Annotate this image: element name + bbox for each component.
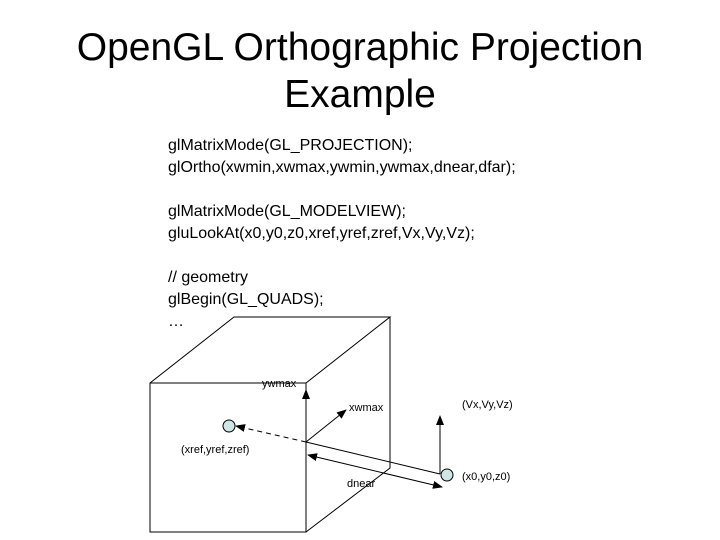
slide-title: OpenGL Orthographic Projection Example [20,24,700,118]
line-of-sight-solid [305,441,441,475]
reference-point-label: (xref,yref,zref) [181,444,249,456]
up-vector-label: (Vx,Vy,Vz) [462,399,513,411]
code-line: glBegin(GL_QUADS); [168,291,324,308]
eye-point-label: (x0,y0,z0) [462,471,510,483]
code-line: … [168,313,184,330]
slide-title-line-2: Example [284,73,436,116]
box-side-face [305,317,391,533]
code-line: glMatrixMode(GL_MODELVIEW); [168,203,406,220]
dnear-label: dnear [347,478,375,490]
dnear-arrow [307,453,443,489]
code-line: // geometry [168,269,249,286]
box-front-face [149,382,307,533]
code-line: glOrtho(xwmin,xwmax,ywmin,ywmax,dnear,df… [168,159,516,176]
code-line: glMatrixMode(GL_PROJECTION); [168,137,413,154]
box-top-face [149,316,392,384]
xwmax-arrow [305,409,347,443]
code-line: gluLookAt(x0,y0,z0,xref,yref,zref,Vx,Vy,… [168,225,475,242]
code-block: glMatrixMode(GL_PROJECTION); glOrtho(xwm… [168,135,516,333]
xwmax-label: xwmax [349,402,384,414]
slide-title-line-1: OpenGL Orthographic Projection [76,26,644,69]
eye-point-marker [440,468,454,482]
reference-point-marker [222,419,236,433]
ywmax-label: ywmax [262,378,297,390]
line-of-sight-dashed-arrow [235,424,307,443]
view-volume-box [149,316,392,533]
